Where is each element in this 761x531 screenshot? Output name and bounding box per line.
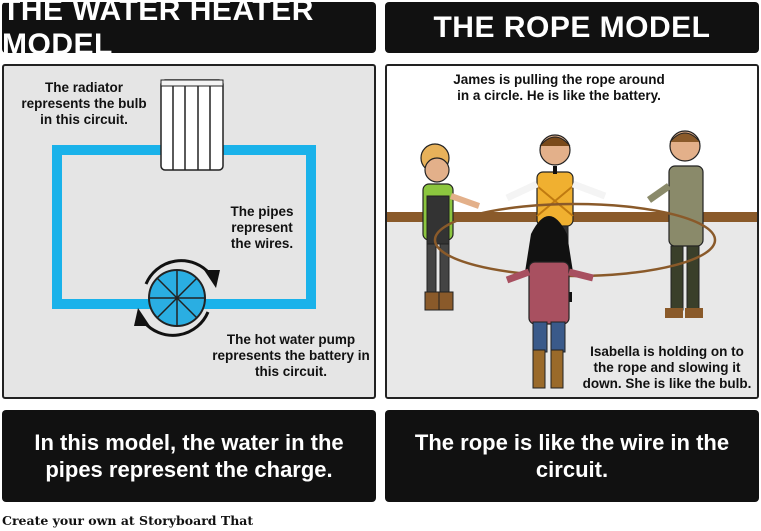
water-heater-title: THE WATER HEATER MODEL bbox=[2, 0, 376, 61]
isabella-figure bbox=[505, 216, 594, 389]
isabella-note: Isabella is holding on to the rope and s… bbox=[582, 344, 752, 391]
james-note: James is pulling the rope around in a ci… bbox=[453, 72, 665, 103]
water-heater-caption: In this model, the water in the pipes re… bbox=[2, 410, 376, 502]
pipes-note: The pipes represent the wires. bbox=[230, 204, 294, 251]
storyboard-footer-link[interactable]: Create your own at Storyboard That bbox=[2, 513, 254, 528]
boy-right-figure bbox=[646, 130, 704, 318]
rope-model-caption: The rope is like the wire in the circuit… bbox=[385, 410, 759, 502]
rope-model-title: THE ROPE MODEL bbox=[385, 2, 759, 53]
rope-model-panel: James is pulling the rope around in a ci… bbox=[385, 64, 759, 399]
rotation-arrows-icon bbox=[142, 259, 212, 337]
radiator-note: The radiator represents the bulb in this… bbox=[21, 80, 147, 127]
arrow-head-icon bbox=[204, 270, 220, 288]
water-heater-diagram bbox=[52, 79, 316, 337]
radiator-icon bbox=[160, 79, 224, 171]
rope-model-scene bbox=[387, 66, 757, 397]
pump-icon bbox=[148, 269, 206, 327]
pump-note: The hot water pump represents the batter… bbox=[212, 332, 370, 379]
water-heater-panel: The radiator represents the bulb in this… bbox=[2, 64, 376, 399]
arrow-head-icon bbox=[134, 308, 150, 326]
